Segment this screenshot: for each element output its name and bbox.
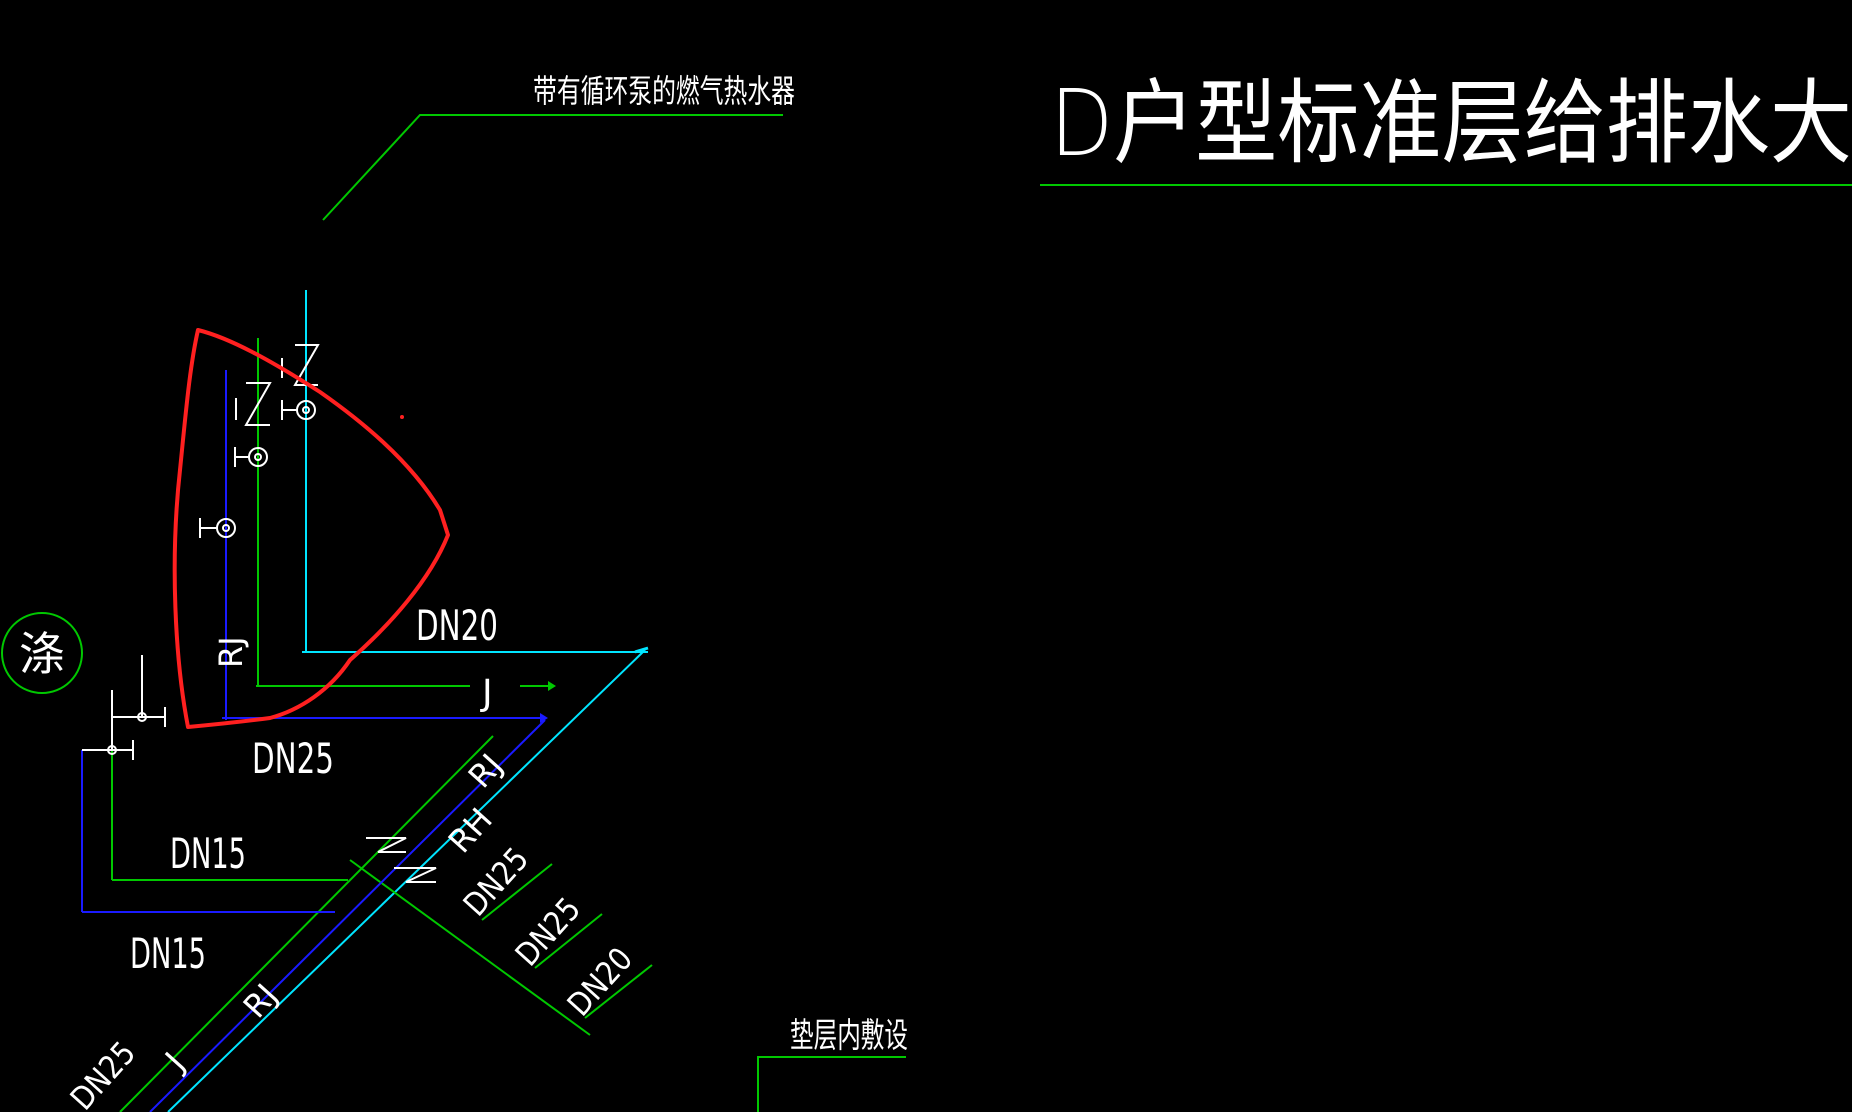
pipe-labels-group: RJ DN20 J DN25 DN15 DN15 RJ RH DN25 DN25…: [63, 601, 640, 1112]
blue-pipe-diagonal: [149, 719, 546, 1112]
cushion-leader-group: 垫层内敷设: [757, 1016, 908, 1112]
heater-leader-group: 带有循环泵的燃气热水器: [322, 72, 795, 221]
circle-symbol-group: 涤: [1, 612, 83, 694]
crossing-mark-1: [366, 837, 407, 853]
label-rj-vertical: RJ: [212, 636, 250, 668]
leader-dn25-a: [481, 863, 553, 921]
label-j-horizontal: J: [480, 673, 493, 714]
cushion-leader-line: [757, 1056, 906, 1112]
green-pipe-diagonal-left: [119, 735, 494, 1112]
circle-symbol-ring: [1, 612, 83, 694]
label-dn15-upper: DN15: [170, 829, 246, 878]
heater-leader-line: [322, 114, 783, 221]
valves-group: [82, 344, 437, 883]
green-pipe-diagonal-right: [349, 859, 591, 1036]
label-dn25-left: DN25: [252, 734, 334, 783]
red-markup-outline: [172, 328, 450, 729]
gate-valve-blue-inner: [222, 524, 230, 532]
drawing-title: D户型标准层给排水大: [1050, 70, 1852, 177]
label-diag-j-lower: J: [156, 1045, 192, 1079]
blue-arrow-head: [540, 713, 548, 723]
heater-label: 带有循环泵的燃气热水器: [533, 72, 795, 110]
faucet-node-1: [137, 712, 147, 722]
green-arrow-head: [548, 681, 556, 691]
red-dot: [400, 415, 404, 419]
label-diag-dn25-b: DN25: [508, 890, 588, 973]
label-dn15-lower: DN15: [130, 929, 206, 978]
faucet-node-2: [107, 745, 117, 755]
crossing-mark-2: [394, 867, 437, 883]
gate-valve-green-inner: [254, 453, 262, 461]
gate-valve-cyan-inner: [302, 406, 310, 414]
label-diag-rh: RH: [441, 801, 500, 861]
label-diag-dn20: DN20: [560, 940, 640, 1023]
diagonal-leaders-group: [481, 863, 653, 1019]
drawing-title-group: D户型标准层给排水大: [1040, 70, 1852, 186]
cushion-label: 垫层内敷设: [790, 1016, 908, 1056]
cyan-arrow-head: [634, 646, 649, 654]
leader-dn20: [584, 964, 653, 1019]
circle-symbol-text: 涤: [19, 627, 65, 681]
check-valve-green: [244, 382, 272, 426]
green-pipe-group: [111, 338, 591, 1112]
label-diag-rj-lower: RJ: [236, 976, 285, 1025]
leader-dn25-b: [534, 913, 603, 969]
label-dn20-top: DN20: [416, 601, 498, 650]
